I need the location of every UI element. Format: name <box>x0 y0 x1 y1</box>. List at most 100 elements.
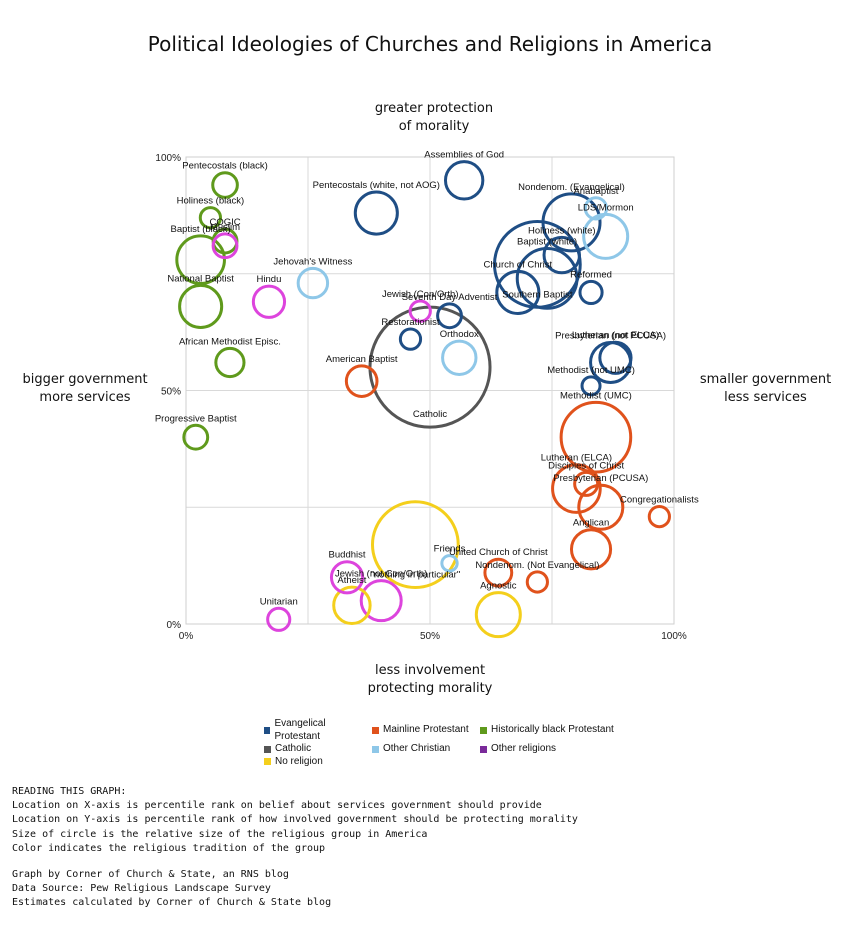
bubble <box>332 585 372 626</box>
notes-line: Location on X-axis is percentile rank on… <box>12 800 542 812</box>
bubble-label: "nothing in particular" <box>371 569 461 580</box>
bubble <box>251 284 287 319</box>
bubble <box>443 160 485 201</box>
bubble <box>408 299 432 323</box>
bubble <box>577 483 625 531</box>
bubble-label: Methodist (UMC) <box>560 390 632 401</box>
bottom-caption-line-2: protecting morality <box>367 681 493 696</box>
bubble <box>296 266 330 300</box>
bubble-label: Lutheran (ELCA) <box>541 453 612 464</box>
top-caption-line-2: of morality <box>398 119 470 134</box>
right-caption-line-1: smaller government <box>699 372 832 387</box>
bubble-label: Holiness (black) <box>177 196 245 207</box>
bubble-label: Holiness (white) <box>528 225 596 236</box>
bubble-label: Orthodox <box>440 329 479 340</box>
legend-label: No religion <box>275 755 323 767</box>
bubble-label: Jehovah's Witness <box>273 256 352 267</box>
bubble-label: COGIC <box>209 217 240 228</box>
legend-label: Other Christian <box>383 743 451 754</box>
credit-line: Graph by Corner of Church & State, an RN… <box>12 869 289 881</box>
bubble-label: National Baptist <box>167 273 234 284</box>
bubble <box>583 196 609 221</box>
bubble-label: Pentecostals (white, not AOG) <box>313 180 440 191</box>
bubble-label: Muslim <box>210 222 240 233</box>
y-tick-label: 100% <box>155 153 181 164</box>
legend-item: Mainline Protestant <box>372 718 474 743</box>
notes-line: Size of circle is the relative size of t… <box>12 828 428 840</box>
legend: Evangelical Protestant Mainline Protesta… <box>264 718 620 768</box>
notes-spacer <box>12 856 578 868</box>
bubble <box>589 340 633 384</box>
right-axis-caption: smaller government less services <box>688 371 843 407</box>
bubble <box>353 190 399 236</box>
bubble-label: Agnostic <box>480 581 517 592</box>
legend-label: Evangelical Protestant <box>274 718 326 742</box>
legend-item: No religion <box>264 756 366 769</box>
legend-label: Historically black Protestant <box>491 724 614 736</box>
bubble <box>559 400 633 474</box>
credit-line: Data Source: Pew Religious Landscape Sur… <box>12 883 271 895</box>
bubble-label: Unitarian <box>260 596 298 607</box>
bubble <box>495 269 541 315</box>
bubble-label: American Baptist <box>326 354 398 365</box>
bubble-label: Church of Christ <box>484 259 553 270</box>
legend-label: Mainline Protestant <box>383 724 469 736</box>
bubble <box>573 470 600 497</box>
bubble-label: Nondenom. (Evangelical) <box>518 182 625 193</box>
bubble-label: Restorationist <box>381 317 439 328</box>
bubble <box>598 340 633 375</box>
bubble-label: Nondenom. (Not Evangelical) <box>475 560 599 571</box>
bubble-label: Baptist (white) <box>517 237 577 248</box>
bubble <box>569 528 613 571</box>
legend-swatch <box>480 727 487 734</box>
bubble <box>515 247 579 310</box>
bubble <box>441 339 478 377</box>
legend-item: Historically black Protestant <box>480 718 614 743</box>
bubble <box>370 500 460 589</box>
bubble-label: Pentecostals (black) <box>182 161 268 172</box>
bubble <box>211 232 239 260</box>
bubble <box>214 346 246 379</box>
bubble-labels: Pentecostals (black) Holiness (black) COGI… <box>155 150 699 608</box>
legend-label: Other religions <box>491 743 557 754</box>
credit-line: Estimates calculated by Corner of Church… <box>12 897 332 909</box>
bubble-label: Friends <box>434 544 466 555</box>
legend-swatch <box>372 727 379 734</box>
bubble-label: Buddhist <box>329 550 366 561</box>
legend-swatch <box>480 745 487 753</box>
bubble <box>551 463 602 514</box>
x-tick-label: 0% <box>179 631 194 642</box>
y-tick-label: 0% <box>167 620 182 631</box>
bubble <box>436 302 463 330</box>
legend-swatch <box>372 745 379 753</box>
bubble-label: Assemblies of God <box>424 150 504 161</box>
left-caption-line-2: more services <box>39 390 131 405</box>
bubble <box>329 560 365 595</box>
bubble-label: Hindu <box>257 274 282 285</box>
legend-item: Evangelical Protestant <box>264 718 366 743</box>
bubble <box>542 235 581 275</box>
bubble-label: Jewish (not Con/Orth) <box>335 569 427 580</box>
bubble-label: Presbyterian (not PCUSA) <box>555 330 666 341</box>
bubble <box>647 504 671 529</box>
bubble <box>483 557 514 588</box>
bubble-label: Seventh Day Adventist <box>402 292 498 303</box>
bubbles <box>175 160 671 639</box>
top-caption-line-1: greater protection <box>374 101 494 116</box>
right-caption-line-2: less services <box>724 390 807 405</box>
bubble-label: African Methodist Episc. <box>179 336 281 347</box>
bubble <box>359 579 403 623</box>
bubble-label: Anglican <box>573 518 609 529</box>
legend-swatch <box>264 745 271 753</box>
bubble-label: Methodist (not UMC) <box>547 365 635 376</box>
bubble <box>398 327 423 351</box>
bubble-label: Disciples of Christ <box>548 460 624 471</box>
bubble <box>175 234 226 286</box>
legend-swatch <box>264 727 271 734</box>
plot-frame <box>185 156 675 625</box>
left-axis-caption: bigger government more services <box>0 371 170 407</box>
bubble-label: United Church of Christ <box>449 547 548 558</box>
bottom-caption-line-1: less involvement <box>374 663 486 678</box>
reading-notes: READING THIS GRAPH: Location on X-axis i… <box>12 785 578 911</box>
legend-swatch <box>264 758 271 766</box>
